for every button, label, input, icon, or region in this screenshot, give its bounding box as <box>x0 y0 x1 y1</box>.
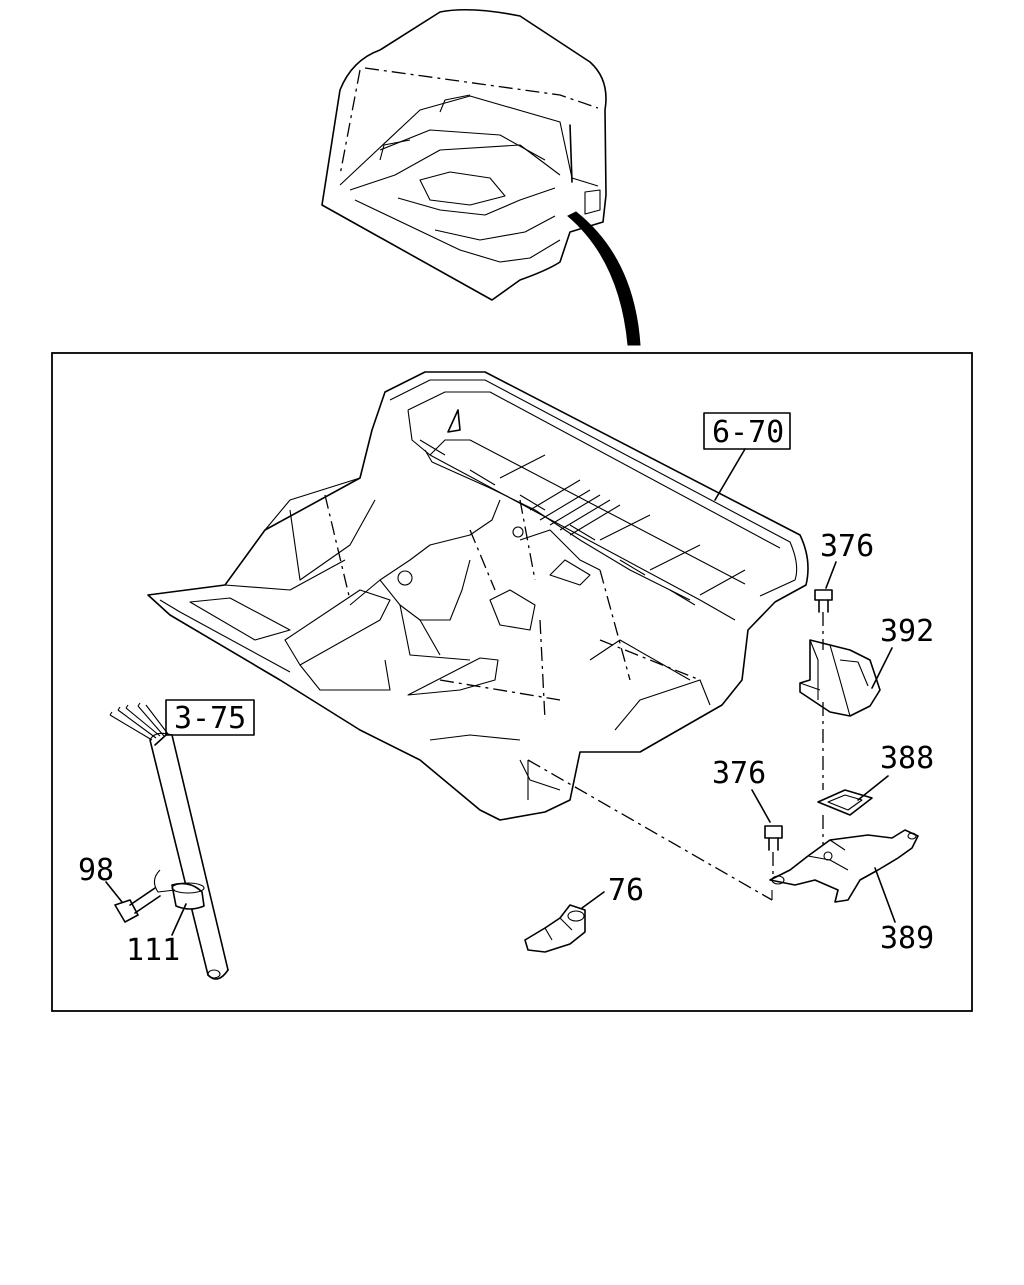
leader-98 <box>105 881 123 903</box>
leader-376-top <box>825 561 837 589</box>
leader-376-mid <box>751 789 771 823</box>
leader-6-70 <box>714 448 746 501</box>
leader-388 <box>857 775 889 801</box>
detail-frame <box>51 352 973 1012</box>
callout-388: 388 <box>880 741 934 776</box>
leader-3-75 <box>154 734 167 746</box>
wire-harness <box>109 702 229 980</box>
callout-376-mid: 376 <box>712 756 766 791</box>
vehicle-overview <box>321 8 607 301</box>
leader-76 <box>581 891 605 909</box>
floor-panel <box>147 371 809 821</box>
gasket-388 <box>817 789 873 816</box>
bolt-376-top <box>814 589 833 613</box>
ref-label-3-75: 3-75 <box>174 701 246 736</box>
bracket-plate-389 <box>769 829 919 903</box>
clip-76 <box>524 904 586 953</box>
ref-box-3-75 <box>165 699 255 736</box>
leader-389 <box>874 867 896 923</box>
harness-clip-111 <box>153 869 205 910</box>
callout-376-top: 376 <box>820 529 874 564</box>
bolt-98 <box>114 887 161 923</box>
ref-box-6-70 <box>703 412 791 450</box>
leader-111 <box>171 903 187 936</box>
callout-389: 389 <box>880 921 934 956</box>
callout-111: 111 <box>126 933 180 968</box>
bracket-392 <box>799 639 881 717</box>
bolt-376-mid <box>764 825 783 851</box>
callout-76: 76 <box>608 873 644 908</box>
callout-392: 392 <box>880 614 934 649</box>
assembly-line-frame <box>527 759 773 901</box>
callout-98: 98 <box>78 853 114 888</box>
leader-392 <box>871 647 893 689</box>
ref-label-6-70: 6-70 <box>712 415 784 450</box>
zoom-pointer-arrow <box>567 211 641 346</box>
